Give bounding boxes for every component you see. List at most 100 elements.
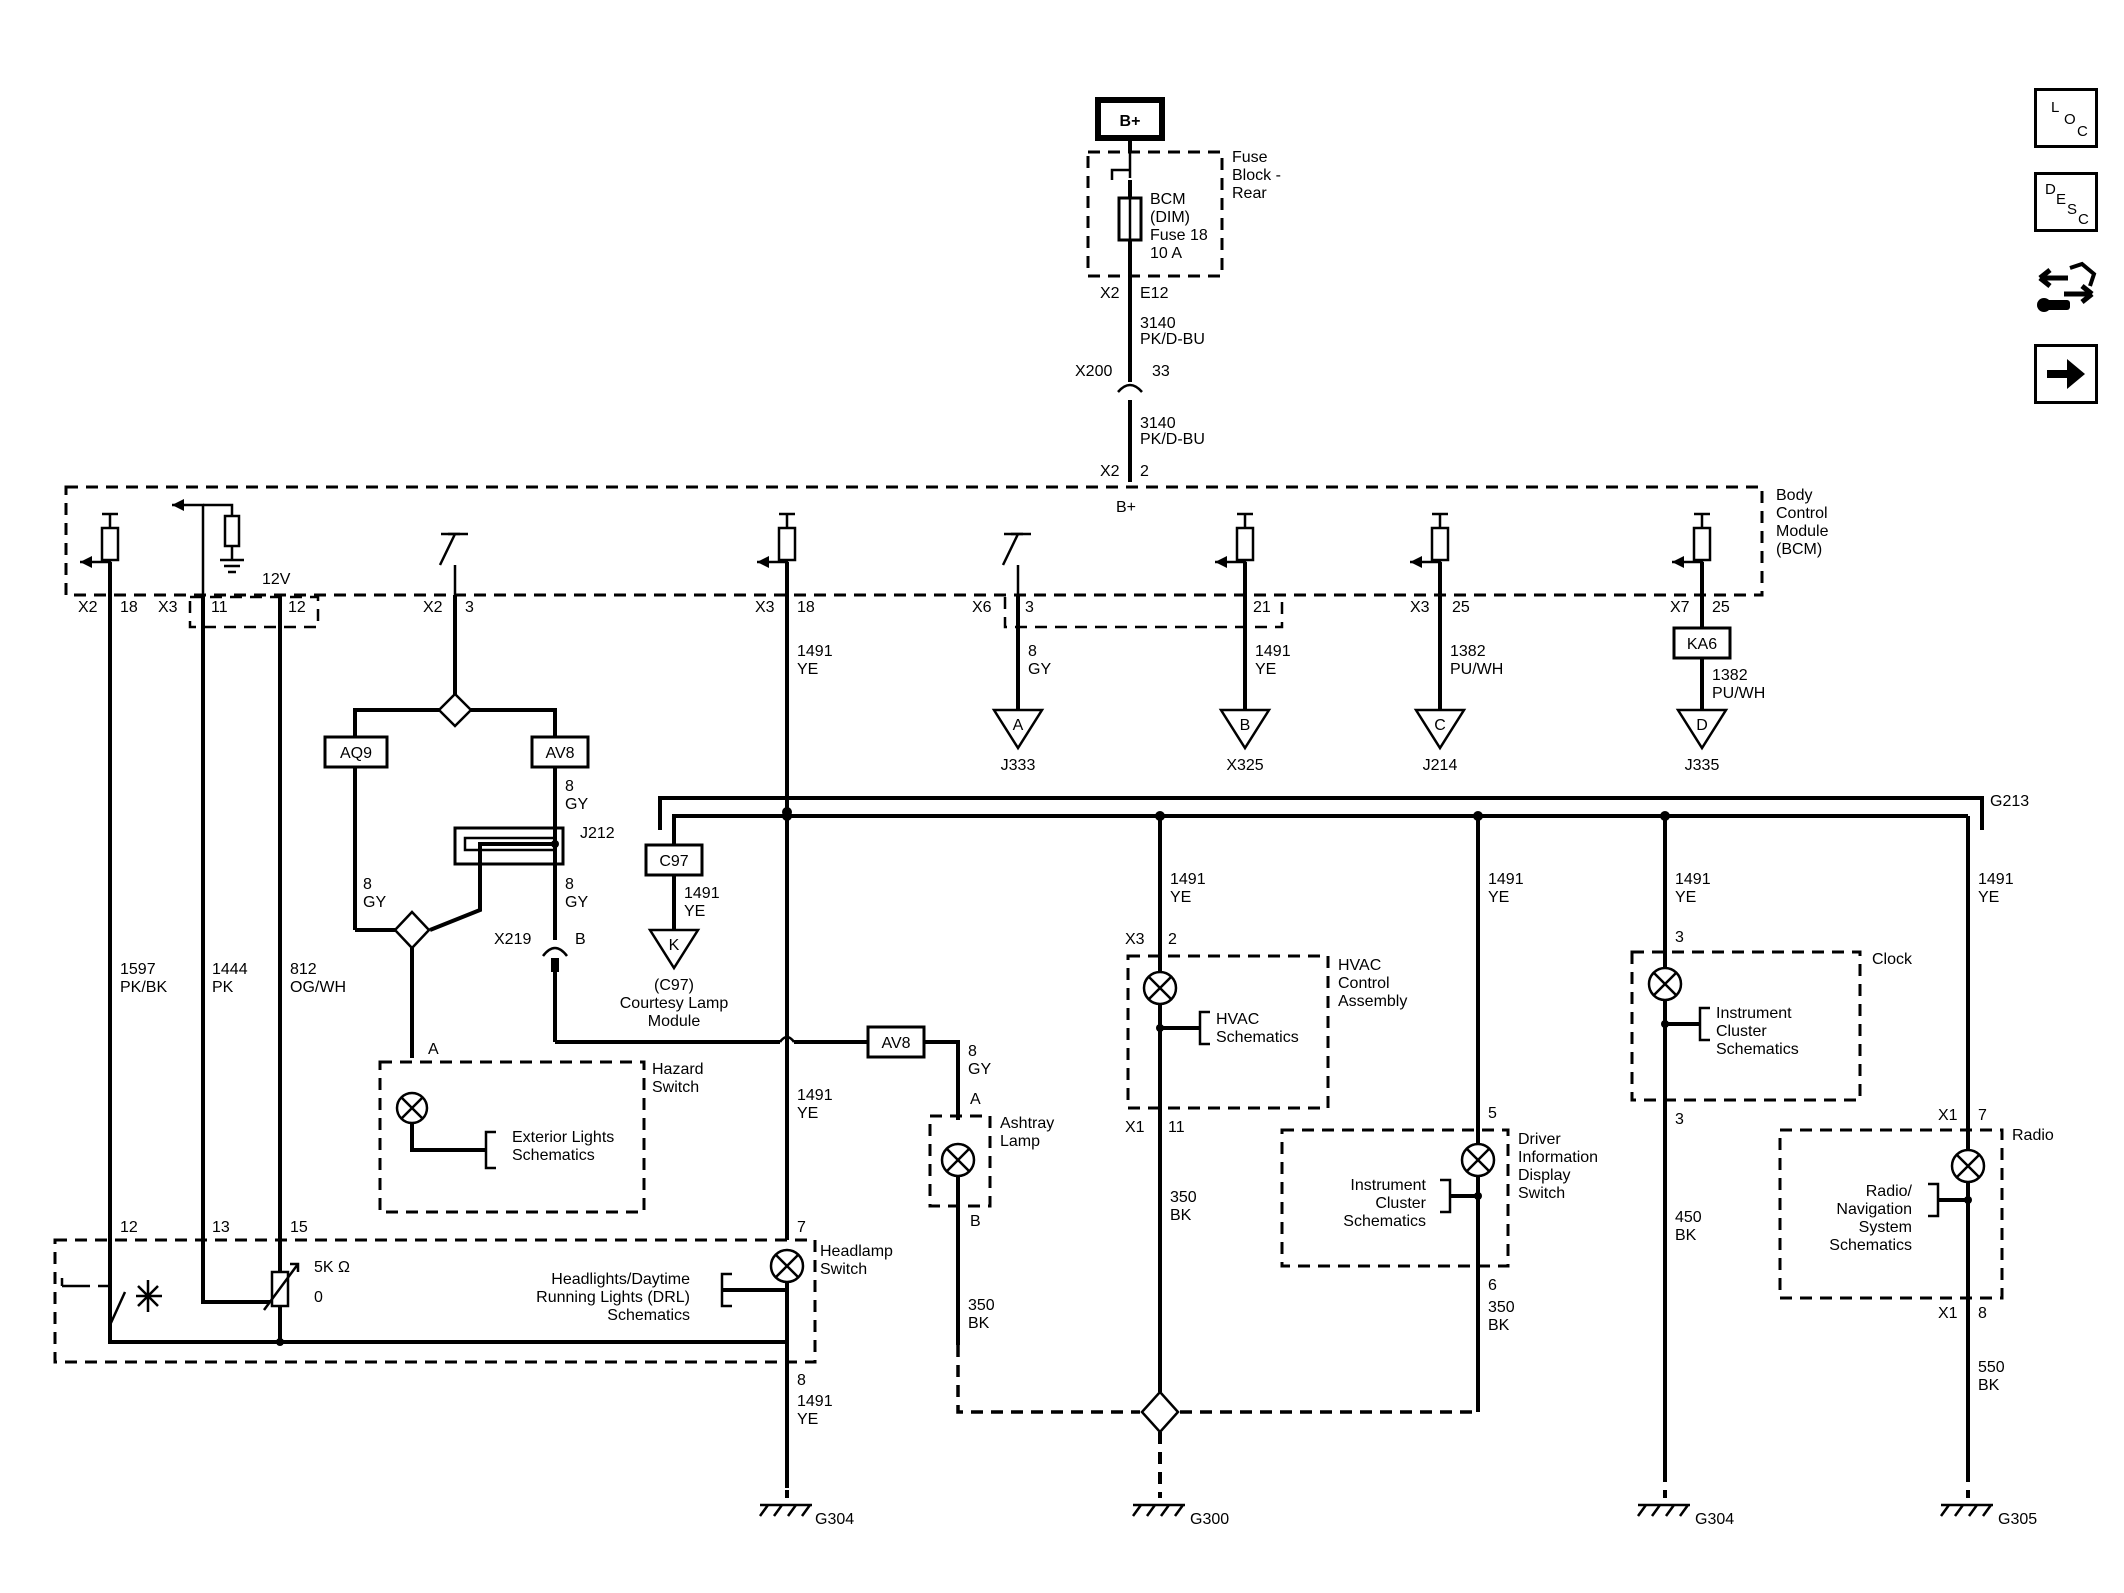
svg-text:5K Ω: 5K Ω (314, 1259, 350, 1276)
x200-connector (1117, 383, 1143, 393)
svg-text:812: 812 (290, 961, 317, 978)
svg-text:Switch: Switch (1518, 1185, 1565, 1202)
svg-text:Headlights/Daytime: Headlights/Daytime (551, 1271, 690, 1288)
svg-text:G304: G304 (1695, 1511, 1734, 1528)
svg-text:Driver: Driver (1518, 1131, 1561, 1148)
svg-text:15: 15 (290, 1219, 308, 1236)
svg-text:Radio: Radio (2012, 1127, 2054, 1144)
svg-text:BK: BK (1978, 1377, 2000, 1394)
svg-text:3: 3 (1675, 929, 1684, 946)
svg-text:X7: X7 (1670, 599, 1690, 616)
ground-g300: G300 (1131, 1503, 1229, 1528)
svg-text:System: System (1859, 1219, 1912, 1236)
desc-letter-d: D (2045, 181, 2056, 198)
svg-text:8: 8 (565, 876, 574, 893)
svg-text:1444: 1444 (212, 961, 248, 978)
arrow-right-icon (2047, 359, 2085, 389)
hazard-switch-box (378, 1060, 646, 1214)
svg-text:YE: YE (1170, 889, 1191, 906)
desc-letter-e: E (2056, 191, 2067, 208)
svg-text:350: 350 (1488, 1299, 1515, 1316)
svg-text:21: 21 (1253, 599, 1271, 616)
bcm-driver-x3-25 (1410, 512, 1450, 595)
svg-text:X2: X2 (78, 599, 98, 616)
description-button[interactable]: D E S C (2034, 172, 2098, 232)
svg-text:8: 8 (1028, 643, 1037, 660)
svg-text:1597: 1597 (120, 961, 156, 978)
svg-text:AQ9: AQ9 (340, 745, 372, 762)
svg-text:12: 12 (288, 599, 306, 616)
svg-text:BCM: BCM (1150, 191, 1186, 208)
svg-text:8: 8 (1978, 1305, 1987, 1322)
svg-text:J333: J333 (1001, 757, 1036, 774)
svg-text:Running Lights (DRL): Running Lights (DRL) (536, 1289, 690, 1306)
svg-text:18: 18 (120, 599, 138, 616)
diagnostic-icon[interactable] (2034, 256, 2098, 320)
svg-text:Module: Module (648, 1013, 701, 1030)
x219-pin: B (575, 931, 586, 948)
x219-connector (542, 946, 568, 957)
svg-text:X1: X1 (1125, 1119, 1145, 1136)
bcm-driver-21 (1215, 512, 1255, 595)
svg-text:G305: G305 (1998, 1511, 2037, 1528)
feed-circuit-1: 3140 (1140, 315, 1176, 332)
svg-text:8: 8 (565, 778, 574, 795)
hazard-splice-diamond (393, 910, 431, 950)
svg-text:Headlamp: Headlamp (820, 1243, 893, 1260)
svg-text:YE: YE (684, 903, 705, 920)
svg-text:Fuse: Fuse (1232, 149, 1268, 166)
svg-text:1382: 1382 (1450, 643, 1486, 660)
svg-text:BK: BK (968, 1315, 990, 1332)
bcm-bplus-conn: X2 (1100, 463, 1120, 480)
bcm-bplus-pin: 2 (1140, 463, 1149, 480)
svg-text:GY: GY (1028, 661, 1051, 678)
svg-text:Exterior Lights: Exterior Lights (512, 1129, 614, 1146)
svg-text:Schematics: Schematics (1829, 1237, 1912, 1254)
svg-text:BK: BK (1675, 1227, 1697, 1244)
svg-text:Radio/: Radio/ (1866, 1183, 1913, 1200)
svg-text:HVAC: HVAC (1216, 1011, 1259, 1028)
svg-text:X3: X3 (1410, 599, 1430, 616)
loc-letter-l: L (2051, 99, 2060, 116)
svg-text:Schematics: Schematics (512, 1147, 595, 1164)
svg-text:Rear: Rear (1232, 185, 1267, 202)
bcm-12v: 12V (262, 571, 291, 588)
bcm-driver-x2-18 (80, 512, 120, 595)
svg-text:450: 450 (1675, 1209, 1702, 1226)
svg-text:1382: 1382 (1712, 667, 1748, 684)
svg-text:KA6: KA6 (1687, 636, 1717, 653)
svg-text:Body: Body (1776, 487, 1812, 504)
svg-text:Lamp: Lamp (1000, 1133, 1040, 1150)
svg-text:Hazard: Hazard (652, 1061, 704, 1078)
hvac-box (1126, 954, 1330, 1110)
svg-text:GY: GY (565, 796, 588, 813)
svg-text:3: 3 (1025, 599, 1034, 616)
svg-text:X3: X3 (158, 599, 178, 616)
svg-text:350: 350 (968, 1297, 995, 1314)
svg-text:D: D (1696, 717, 1708, 734)
svg-text:Switch: Switch (652, 1079, 699, 1096)
svg-text:HVAC: HVAC (1338, 957, 1381, 974)
fuse-block-name: Fuse Block - Rear (1232, 149, 1281, 202)
svg-text:YE: YE (797, 661, 818, 678)
fuse-conn: X2 (1100, 285, 1120, 302)
svg-text:G300: G300 (1190, 1511, 1229, 1528)
svg-text:Ashtray: Ashtray (1000, 1115, 1054, 1132)
svg-text:8: 8 (968, 1043, 977, 1060)
hazard-pin: A (428, 1041, 439, 1058)
svg-text:YE: YE (1488, 889, 1509, 906)
headlamp-switch-box (53, 1238, 817, 1364)
svg-text:G213: G213 (1990, 793, 2029, 810)
svg-text:X1: X1 (1938, 1305, 1958, 1322)
location-button[interactable]: L O C (2034, 88, 2098, 148)
next-button[interactable] (2034, 344, 2098, 404)
svg-text:1491: 1491 (1675, 871, 1711, 888)
svg-text:Courtesy Lamp: Courtesy Lamp (620, 995, 729, 1012)
bcm-switch-x2-3 (438, 532, 468, 595)
